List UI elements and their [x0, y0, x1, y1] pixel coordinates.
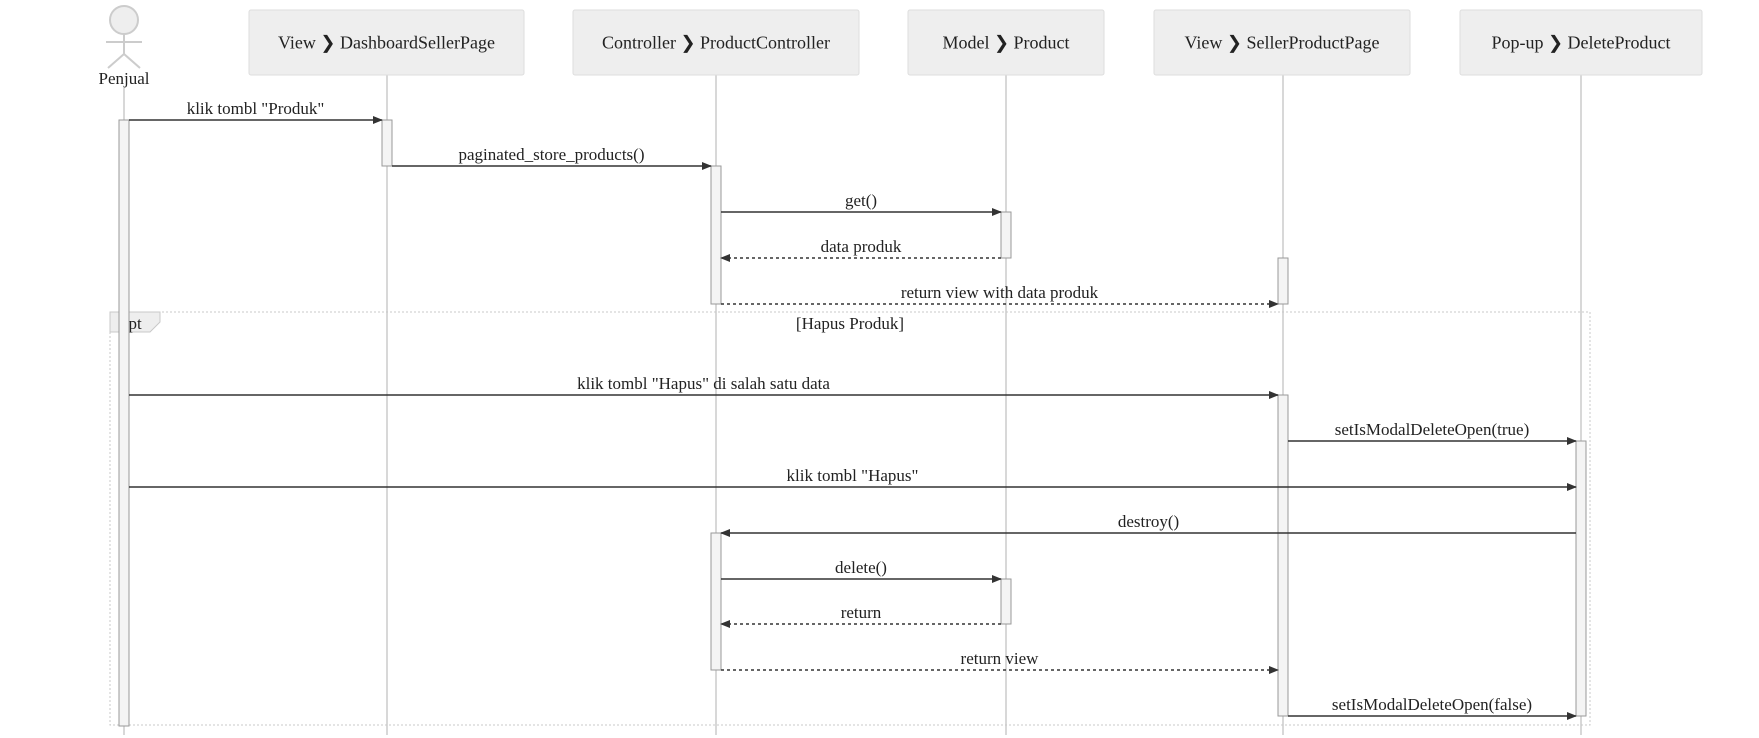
activation-dash — [381, 119, 393, 167]
participant-label: View ❯ SellerProductPage — [1185, 33, 1380, 54]
message-label: setIsModalDeleteOpen(true) — [1335, 420, 1529, 439]
participant-label: View ❯ DashboardSellerPage — [278, 33, 495, 54]
message-label: return view — [961, 649, 1040, 668]
participant-pop: Pop-up ❯ DeleteProduct — [1459, 9, 1703, 76]
participant-box — [248, 9, 525, 76]
activation-ctrl — [710, 165, 722, 305]
participant-label: Pop-up ❯ DeleteProduct — [1491, 33, 1670, 54]
activation-ctrl — [710, 532, 722, 671]
actor-right-leg-icon — [123, 53, 141, 69]
message-label: return view with data produk — [901, 283, 1099, 302]
message-label: return — [841, 603, 882, 622]
message-label: klik tombl "Hapus" di salah satu data — [577, 374, 830, 393]
message-13: setIsModalDeleteOpen(false) — [1288, 695, 1577, 720]
participant-label: Model ❯ Product — [942, 33, 1069, 54]
activation-spp — [1277, 394, 1289, 717]
participant-spp: View ❯ SellerProductPage — [1153, 9, 1411, 76]
actor-left-leg-icon — [107, 53, 125, 69]
participant-box — [1459, 9, 1703, 76]
message-1: klik tombl "Produk" — [129, 99, 383, 124]
message-label: setIsModalDeleteOpen(false) — [1332, 695, 1532, 714]
activation-spp — [1277, 257, 1289, 305]
message-label: destroy() — [1118, 512, 1179, 531]
message-7: setIsModalDeleteOpen(true) — [1288, 420, 1577, 445]
participant-box — [572, 9, 860, 76]
actor-name: Penjual — [99, 69, 150, 88]
participant-box — [1153, 9, 1411, 76]
participant-box — [907, 9, 1105, 76]
message-5: return view with data produk — [721, 283, 1279, 308]
message-label: paginated_store_products() — [459, 145, 645, 164]
message-4: data produk — [720, 237, 1001, 262]
message-2: paginated_store_products() — [392, 145, 712, 170]
activation-model — [1000, 211, 1012, 259]
activation-model — [1000, 578, 1012, 625]
participant-dash: View ❯ DashboardSellerPage — [248, 9, 525, 76]
opt-fragment — [109, 311, 1591, 726]
message-6: klik tombl "Hapus" di salah satu data — [129, 374, 1279, 399]
message-label: get() — [845, 191, 877, 210]
actor-penjual: Penjual — [99, 5, 150, 88]
message-label: data produk — [821, 237, 902, 256]
participant-label: Controller ❯ ProductController — [602, 33, 830, 54]
message-8: klik tombl "Hapus" — [129, 466, 1577, 491]
participant-ctrl: Controller ❯ ProductController — [572, 9, 860, 76]
message-label: klik tombl "Hapus" — [787, 466, 919, 485]
actor-head-icon — [109, 5, 139, 35]
message-12: return view — [721, 649, 1279, 674]
message-3: get() — [721, 191, 1002, 216]
message-11: return — [720, 603, 1001, 628]
message-label: delete() — [835, 558, 887, 577]
participant-model: Model ❯ Product — [907, 9, 1105, 76]
opt-guard: [Hapus Produk] — [796, 314, 904, 333]
message-9: destroy() — [720, 512, 1576, 537]
activation-pop — [1575, 440, 1587, 717]
message-10: delete() — [721, 558, 1002, 583]
activation-actor — [118, 119, 130, 727]
message-label: klik tombl "Produk" — [187, 99, 325, 118]
